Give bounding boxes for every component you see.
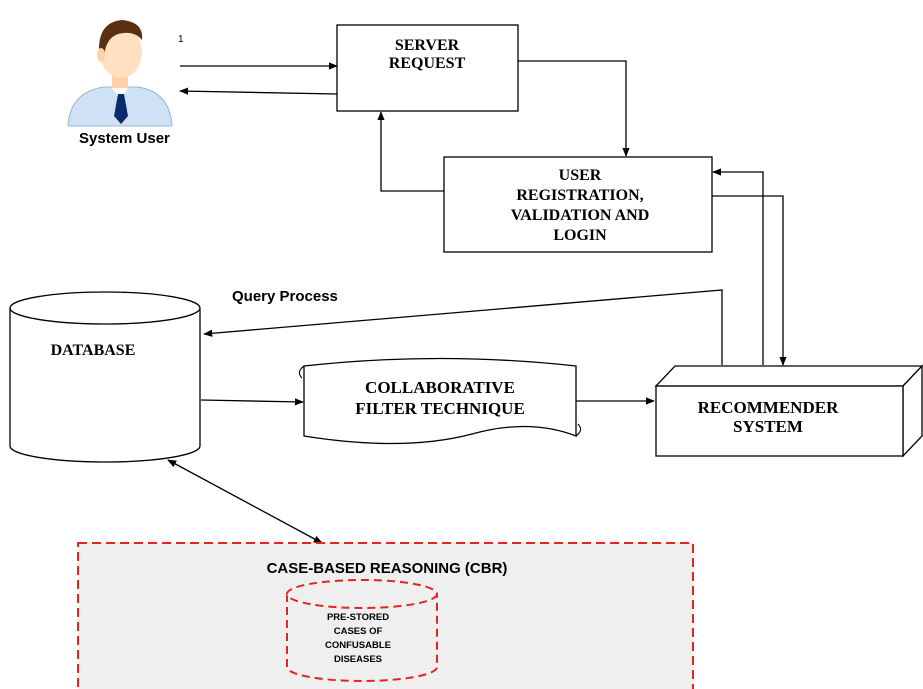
arrow-database-to-filter bbox=[200, 398, 304, 406]
database-cylinder: DATABASE bbox=[9, 291, 201, 463]
filter-line1: COLLABORATIVE bbox=[365, 378, 515, 397]
system-user-label: System User bbox=[79, 130, 170, 147]
pre-stored-cases-cylinder: PRE-STORED CASES OF CONFUSABLE DISEASES bbox=[286, 579, 438, 682]
server-request-line2: REQUEST bbox=[389, 55, 466, 72]
registration-line4: LOGIN bbox=[553, 227, 607, 244]
arrow-query-process bbox=[203, 289, 723, 365]
arrow-registration-to-recommender bbox=[712, 195, 787, 366]
registration-line1: USER bbox=[559, 167, 602, 184]
cases-line3: CONFUSABLE bbox=[325, 640, 391, 651]
filter-line2: FILTER TECHNIQUE bbox=[355, 399, 525, 418]
server-request-line1: SERVER bbox=[395, 37, 460, 54]
cbr-title: CASE-BASED REASONING (CBR) bbox=[267, 560, 508, 577]
collaborative-filter-shape: COLLABORATIVE FILTER TECHNIQUE bbox=[298, 357, 582, 445]
arrow-database-cbr bbox=[167, 459, 323, 544]
recommender-line1: RECOMMENDER bbox=[698, 398, 839, 417]
server-request-box: SERVER REQUEST bbox=[336, 24, 519, 112]
query-process-label: Query Process bbox=[232, 288, 338, 305]
arrow-registration-to-server bbox=[377, 111, 444, 192]
registration-line3: VALIDATION AND bbox=[511, 207, 650, 224]
recommender-line2: SYSTEM bbox=[733, 417, 803, 436]
cases-line4: DISEASES bbox=[334, 654, 382, 665]
cases-line2: CASES OF bbox=[334, 626, 383, 637]
system-user-icon bbox=[67, 20, 173, 127]
user-registration-box: USER REGISTRATION, VALIDATION AND LOGIN bbox=[443, 156, 713, 253]
cases-line1: PRE-STORED bbox=[327, 612, 389, 623]
database-label: DATABASE bbox=[51, 342, 136, 359]
user-superscript: 1 bbox=[178, 34, 184, 45]
registration-line2: REGISTRATION, bbox=[516, 187, 643, 204]
arrow-recommender-to-registration bbox=[712, 168, 764, 365]
arrow-server-to-registration bbox=[518, 60, 630, 157]
recommender-box: RECOMMENDER SYSTEM bbox=[654, 364, 923, 458]
arrow-server-to-user bbox=[179, 87, 338, 95]
